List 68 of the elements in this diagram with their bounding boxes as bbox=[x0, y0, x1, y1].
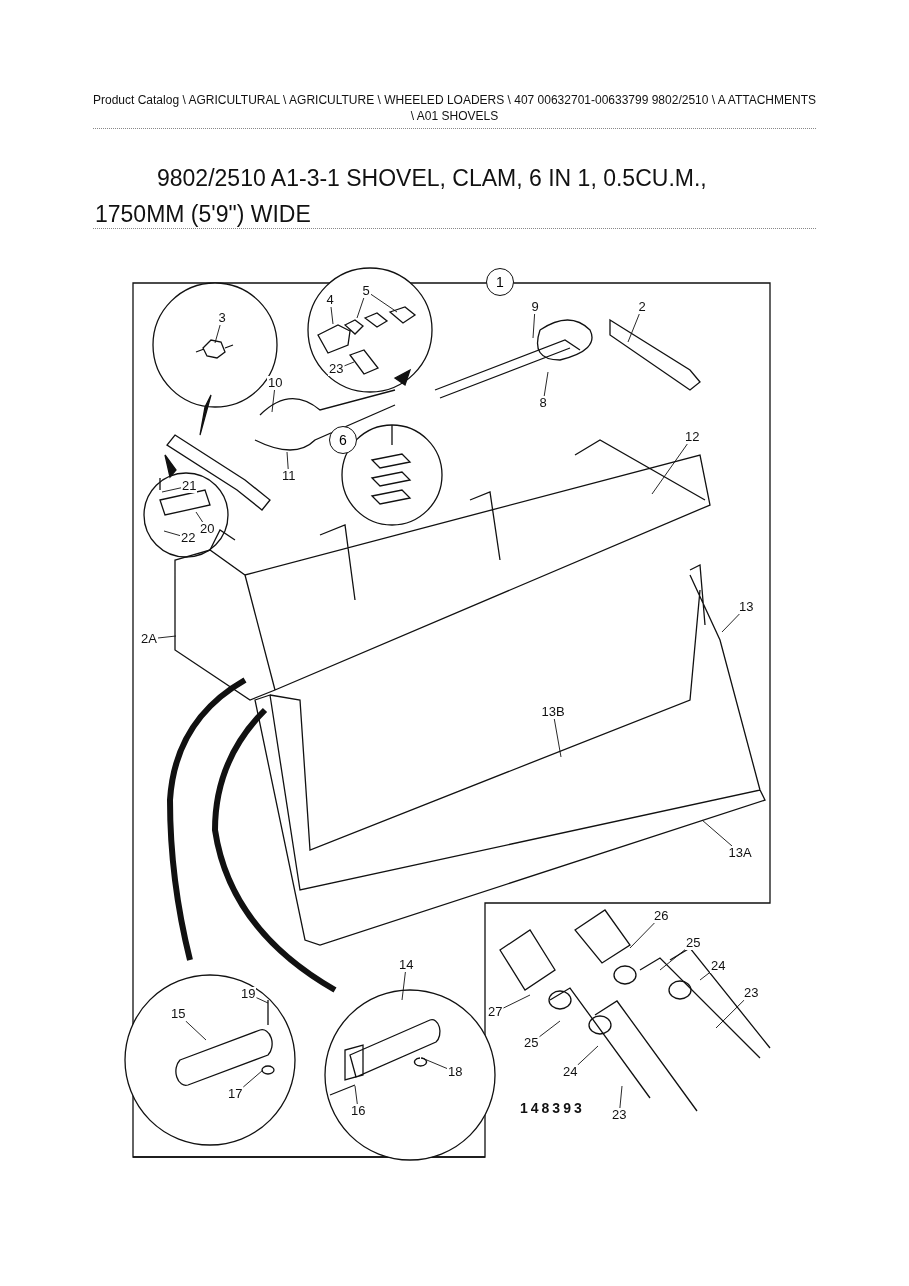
leader-line bbox=[286, 451, 289, 470]
callout-number: 21 bbox=[181, 479, 198, 493]
callout-number: 19 bbox=[240, 987, 257, 1001]
callout-number: 23 bbox=[743, 986, 760, 1000]
leader-line bbox=[627, 313, 640, 343]
callout-number: 12 bbox=[684, 430, 701, 444]
callout-number: 25 bbox=[685, 936, 702, 950]
leader-line bbox=[543, 371, 549, 397]
callout-number: 24 bbox=[562, 1065, 579, 1079]
leader-line bbox=[651, 443, 688, 495]
leader-line bbox=[370, 293, 398, 313]
callout-number: 26 bbox=[653, 909, 670, 923]
callout-number: 4 bbox=[325, 293, 335, 307]
leader-line bbox=[185, 1020, 207, 1041]
leader-line bbox=[701, 819, 733, 847]
callout-number: 24 bbox=[710, 959, 727, 973]
leader-line bbox=[195, 511, 204, 523]
leader-line bbox=[356, 297, 365, 319]
callout-number: 17 bbox=[227, 1087, 244, 1101]
leader-line bbox=[271, 389, 275, 413]
callout-number: 10 bbox=[267, 376, 284, 390]
callout-number: 13B bbox=[540, 705, 566, 719]
leader-line bbox=[330, 306, 334, 325]
leader-line bbox=[699, 971, 711, 981]
leader-line bbox=[421, 1057, 448, 1069]
leader-line bbox=[163, 530, 181, 537]
leader-line bbox=[629, 922, 655, 949]
leader-line bbox=[577, 1045, 599, 1066]
callout-number: 8 bbox=[538, 396, 548, 410]
leader-line bbox=[401, 971, 406, 1001]
leader-line bbox=[214, 324, 221, 344]
leader-line bbox=[715, 999, 745, 1029]
callout-number: 11 bbox=[281, 469, 297, 483]
callout-number: 9 bbox=[530, 300, 540, 314]
callout-number: 25 bbox=[523, 1036, 540, 1050]
callout-number: 27 bbox=[487, 1005, 504, 1019]
leader-line bbox=[256, 997, 269, 1004]
leader-line bbox=[659, 949, 686, 971]
leader-line bbox=[157, 635, 177, 639]
leader-line bbox=[721, 613, 740, 633]
callout-number: 16 bbox=[350, 1104, 367, 1118]
title: 9802/2510 A1-3-1 SHOVEL, CLAM, 6 IN 1, 0.5CU.M., 1750MM (5'9") WIDE bbox=[95, 164, 708, 229]
callout-number: 13 bbox=[738, 600, 755, 614]
leader-line bbox=[539, 1020, 561, 1038]
callout-number: 18 bbox=[447, 1065, 464, 1079]
leader-line bbox=[619, 1085, 623, 1109]
callout-number: 20 bbox=[199, 522, 216, 536]
leader-line bbox=[242, 1069, 264, 1088]
callout-number: 15 bbox=[170, 1007, 187, 1021]
breadcrumb: Product Catalog \ AGRICULTURAL \ AGRICULTURE \ WHEELED LOADERS \ 407 00632701-00633799 9802/2510 \ A ATTACHMENTS \ A01 SHOVELS bbox=[93, 92, 816, 124]
callout-number: 14 bbox=[398, 958, 415, 972]
leader-line bbox=[354, 1085, 358, 1105]
leader-line bbox=[503, 994, 531, 1009]
callout-number: 22 bbox=[180, 531, 197, 545]
callout-number: 23 bbox=[611, 1108, 628, 1122]
circled-callout-number: 6 bbox=[329, 426, 357, 454]
callout-number: 13A bbox=[727, 846, 753, 860]
leader-line bbox=[553, 718, 562, 758]
callout-number: 5 bbox=[361, 284, 371, 298]
callout-number: 23 bbox=[328, 362, 345, 376]
callout-number: 3 bbox=[217, 311, 227, 325]
circled-callout-number: 1 bbox=[486, 268, 514, 296]
callout-number: 2 bbox=[637, 300, 647, 314]
leader-line bbox=[161, 487, 182, 493]
drawing-number: 148393 bbox=[520, 1100, 585, 1116]
leader-line bbox=[344, 361, 355, 367]
leader-line bbox=[532, 313, 536, 339]
callout-number: 2A bbox=[140, 632, 158, 646]
